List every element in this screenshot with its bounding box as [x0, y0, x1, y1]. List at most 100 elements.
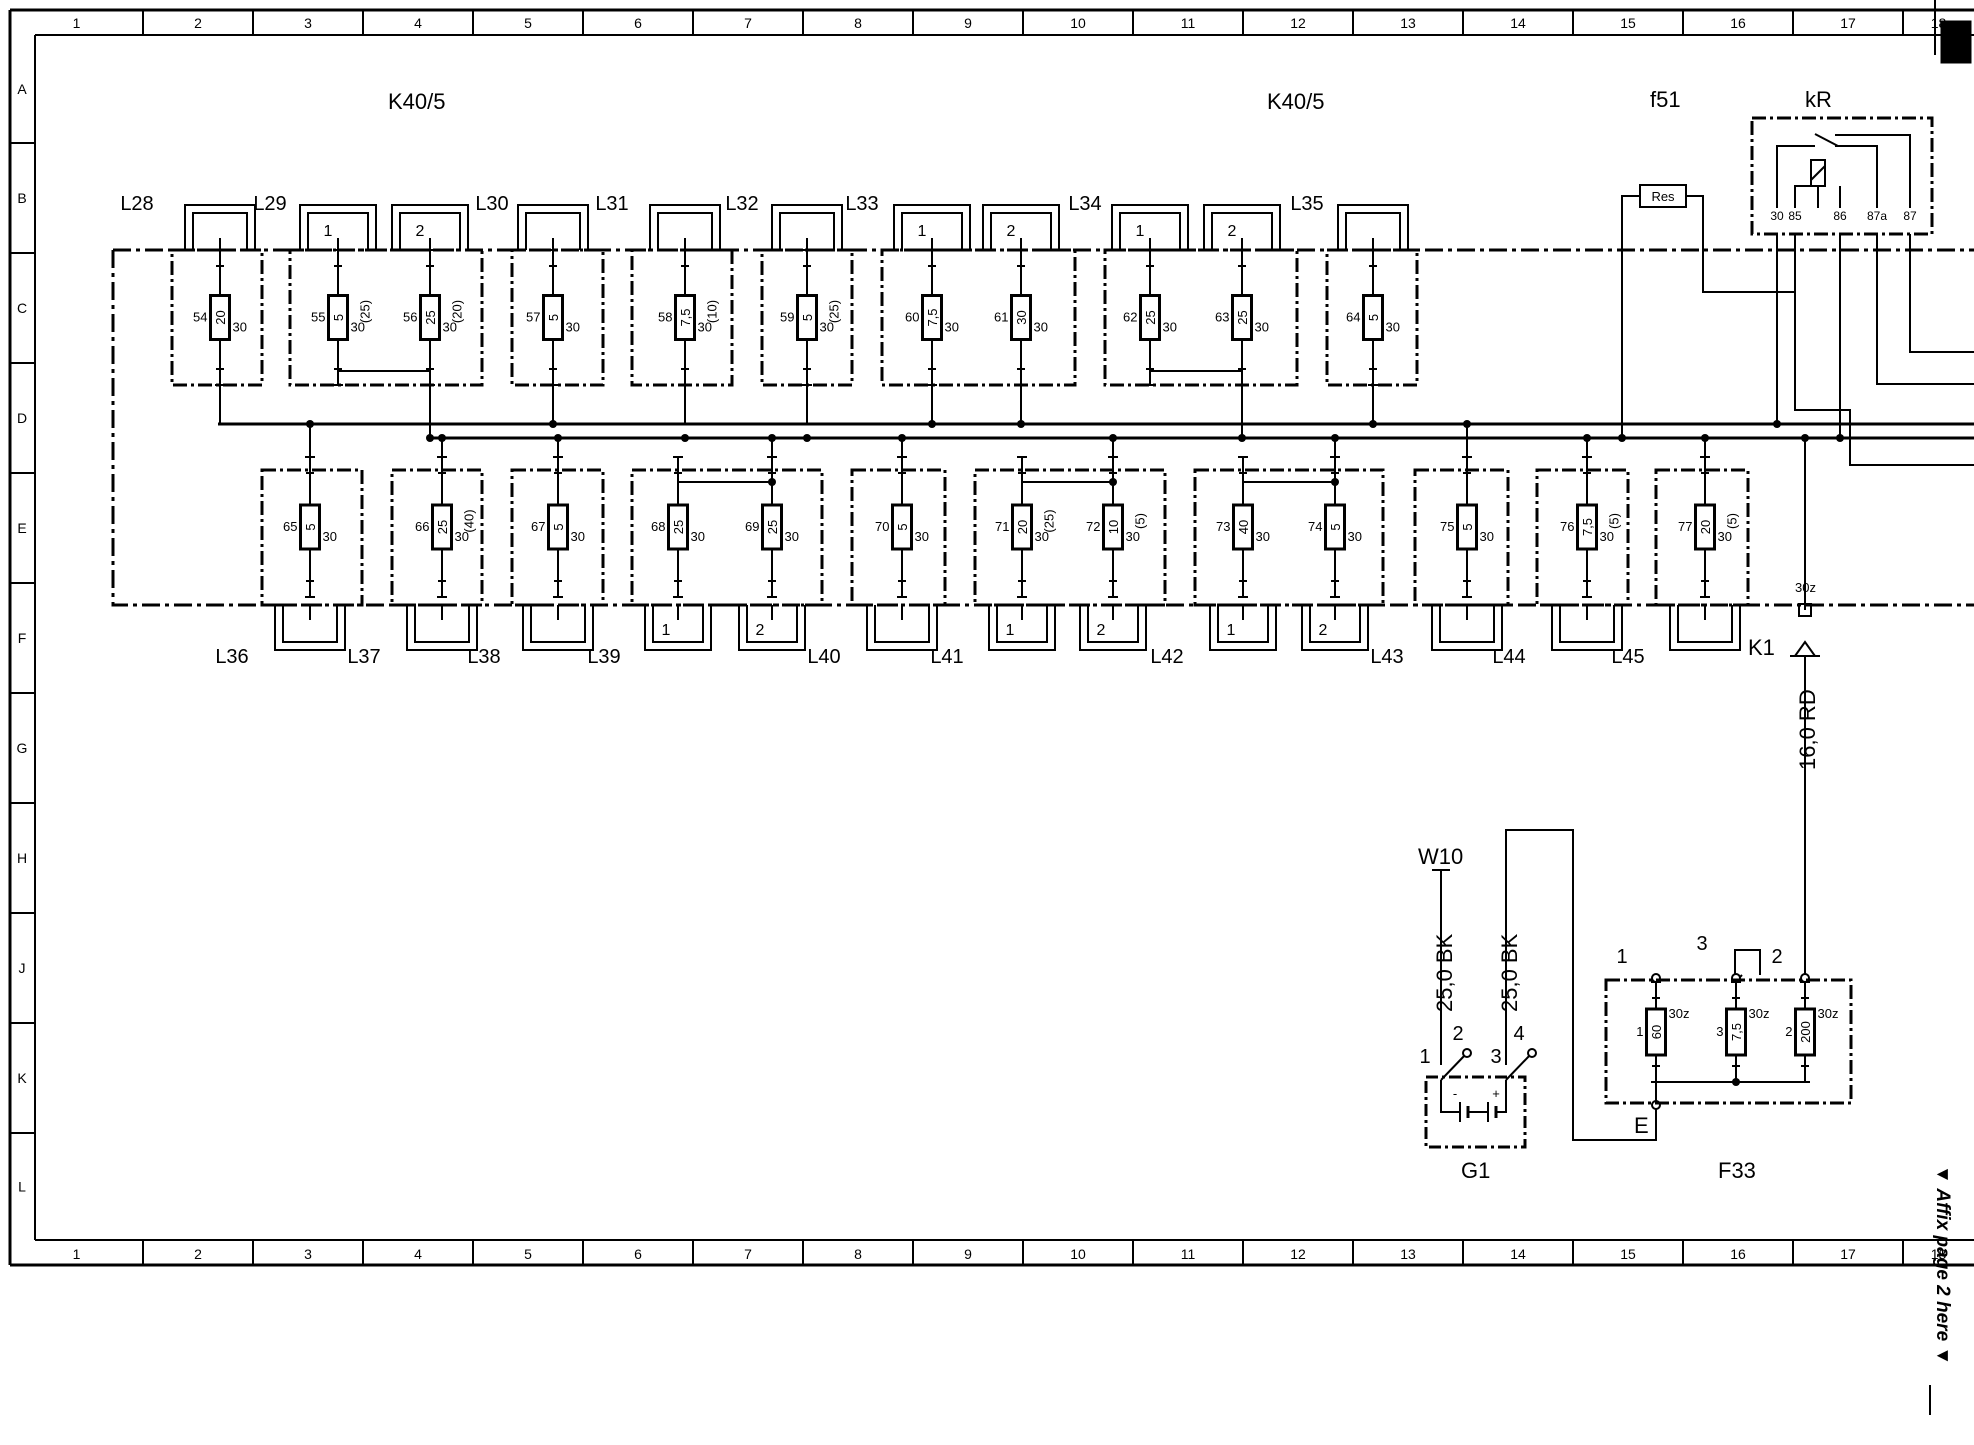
fuse-group-frame [1654, 468, 1750, 607]
junction-dot [306, 420, 314, 428]
fuse-rating: 20 [1015, 520, 1030, 534]
connector-shell [874, 605, 930, 643]
connector-shell [649, 204, 721, 250]
fuse-rating: 10 [1106, 520, 1121, 534]
connector-label-l34: L34 [1068, 193, 1101, 215]
fuse-number: 77 [1678, 519, 1692, 534]
junction-dot [1369, 420, 1377, 428]
fuse-amp: 30z [1749, 1006, 1770, 1021]
ruler-column-label: 8 [854, 1246, 862, 1262]
fuse-body [1011, 503, 1033, 551]
fuse-body [891, 503, 913, 551]
fuse-amp: 30 [323, 529, 337, 544]
connector-pin-label: 2 [756, 622, 765, 639]
fuse-amp: 30 [1034, 320, 1048, 335]
wire [1835, 145, 1878, 208]
fuse-alt-rating: (40) [462, 509, 477, 532]
k1-connector [1794, 640, 1817, 657]
fuse-number: 61 [994, 310, 1008, 325]
ruler-column-label: 13 [1400, 1246, 1416, 1262]
ruler-column-label: 14 [1510, 15, 1526, 31]
connector-label-l40: L40 [807, 646, 840, 668]
fuse-number: 66 [415, 519, 429, 534]
connector-shell [1203, 204, 1281, 250]
battery-pin-label: 2 [1452, 1023, 1463, 1045]
connector-shell [1217, 605, 1269, 643]
ruler-column-label: 3 [304, 15, 312, 31]
connector-shell [299, 204, 377, 250]
fuse-body [1010, 294, 1032, 341]
wire [1909, 234, 1974, 353]
connector-shell [274, 605, 346, 651]
fuse-number: 69 [745, 519, 759, 534]
connector-shell [1309, 605, 1361, 643]
battery-pin-label: 1 [1419, 1046, 1430, 1068]
ruler-row-label: G [17, 740, 28, 756]
ruler-column-label: 1 [73, 15, 81, 31]
ruler-column-label: 5 [524, 15, 532, 31]
connector-label-l44: L44 [1492, 646, 1525, 668]
connector-shell [1431, 605, 1503, 651]
k40-label-left: K40/5 [388, 89, 446, 114]
fuse-body [209, 294, 231, 341]
fuse-body [547, 503, 569, 551]
ruler-column-label: 15 [1620, 15, 1636, 31]
f33-pin-label: 3 [1696, 933, 1707, 955]
fuse-rating: 25 [1235, 310, 1250, 324]
wire [1621, 195, 1640, 250]
fuse-number: 64 [1346, 310, 1360, 325]
ruler-column-label: 13 [1400, 15, 1416, 31]
fuse-rating: 7,5 [678, 308, 693, 326]
fuse-body [1231, 294, 1253, 341]
fuse-body [1694, 503, 1716, 551]
fuse-alt-rating: (25) [827, 300, 842, 323]
resistor-res [1639, 184, 1687, 208]
connector-label-l45: L45 [1611, 646, 1644, 668]
jumper [1734, 949, 1761, 975]
fusebox-f33-frame [1604, 978, 1853, 1105]
battery-pin-label: 4 [1513, 1023, 1524, 1045]
ruler-row-label: C [17, 300, 27, 316]
connector-label-l41: L41 [930, 646, 963, 668]
junction-dot [928, 420, 936, 428]
junction-dot [1801, 434, 1809, 442]
ruler-column-label: 11 [1181, 1246, 1196, 1262]
connector-pin-label: 1 [662, 622, 671, 639]
connector-label-l30: L30 [475, 193, 508, 215]
fuse-group-frame [390, 468, 484, 607]
fuse-body [431, 503, 453, 551]
ruler-column-label: 6 [634, 15, 642, 31]
fuse-group-frame [1103, 248, 1299, 387]
fuse-alt-rating: (5) [1725, 513, 1740, 529]
ruler-column-label: 9 [964, 1246, 972, 1262]
fuse-number: 1 [1636, 1024, 1643, 1039]
fuse-body [921, 294, 943, 341]
battery-terminal [1527, 1048, 1537, 1058]
connector-shell [1079, 605, 1147, 651]
fuse-rating: 30 [1014, 310, 1029, 324]
kr-label: kR [1805, 87, 1832, 112]
wire [1776, 145, 1815, 208]
fuse-amp: 30 [571, 529, 585, 544]
wire [1440, 1080, 1460, 1113]
fuse-body [1576, 503, 1598, 551]
junction-dot [803, 434, 811, 442]
connector-label-l31: L31 [595, 193, 628, 215]
connector-label-l29: L29 [253, 193, 286, 215]
connector-shell [1087, 605, 1139, 643]
connector-label-l36: L36 [215, 646, 248, 668]
fuse-body [1324, 503, 1346, 551]
connector-pin-label: 1 [1227, 622, 1236, 639]
fuse-amp: 30 [1480, 529, 1494, 544]
connector-shell [530, 605, 586, 643]
fuse-body [542, 294, 564, 341]
connector-shell [517, 204, 589, 250]
fuse-number: 58 [658, 310, 672, 325]
ruler-column-label: 1 [73, 1246, 81, 1262]
connector-shell [657, 212, 713, 250]
